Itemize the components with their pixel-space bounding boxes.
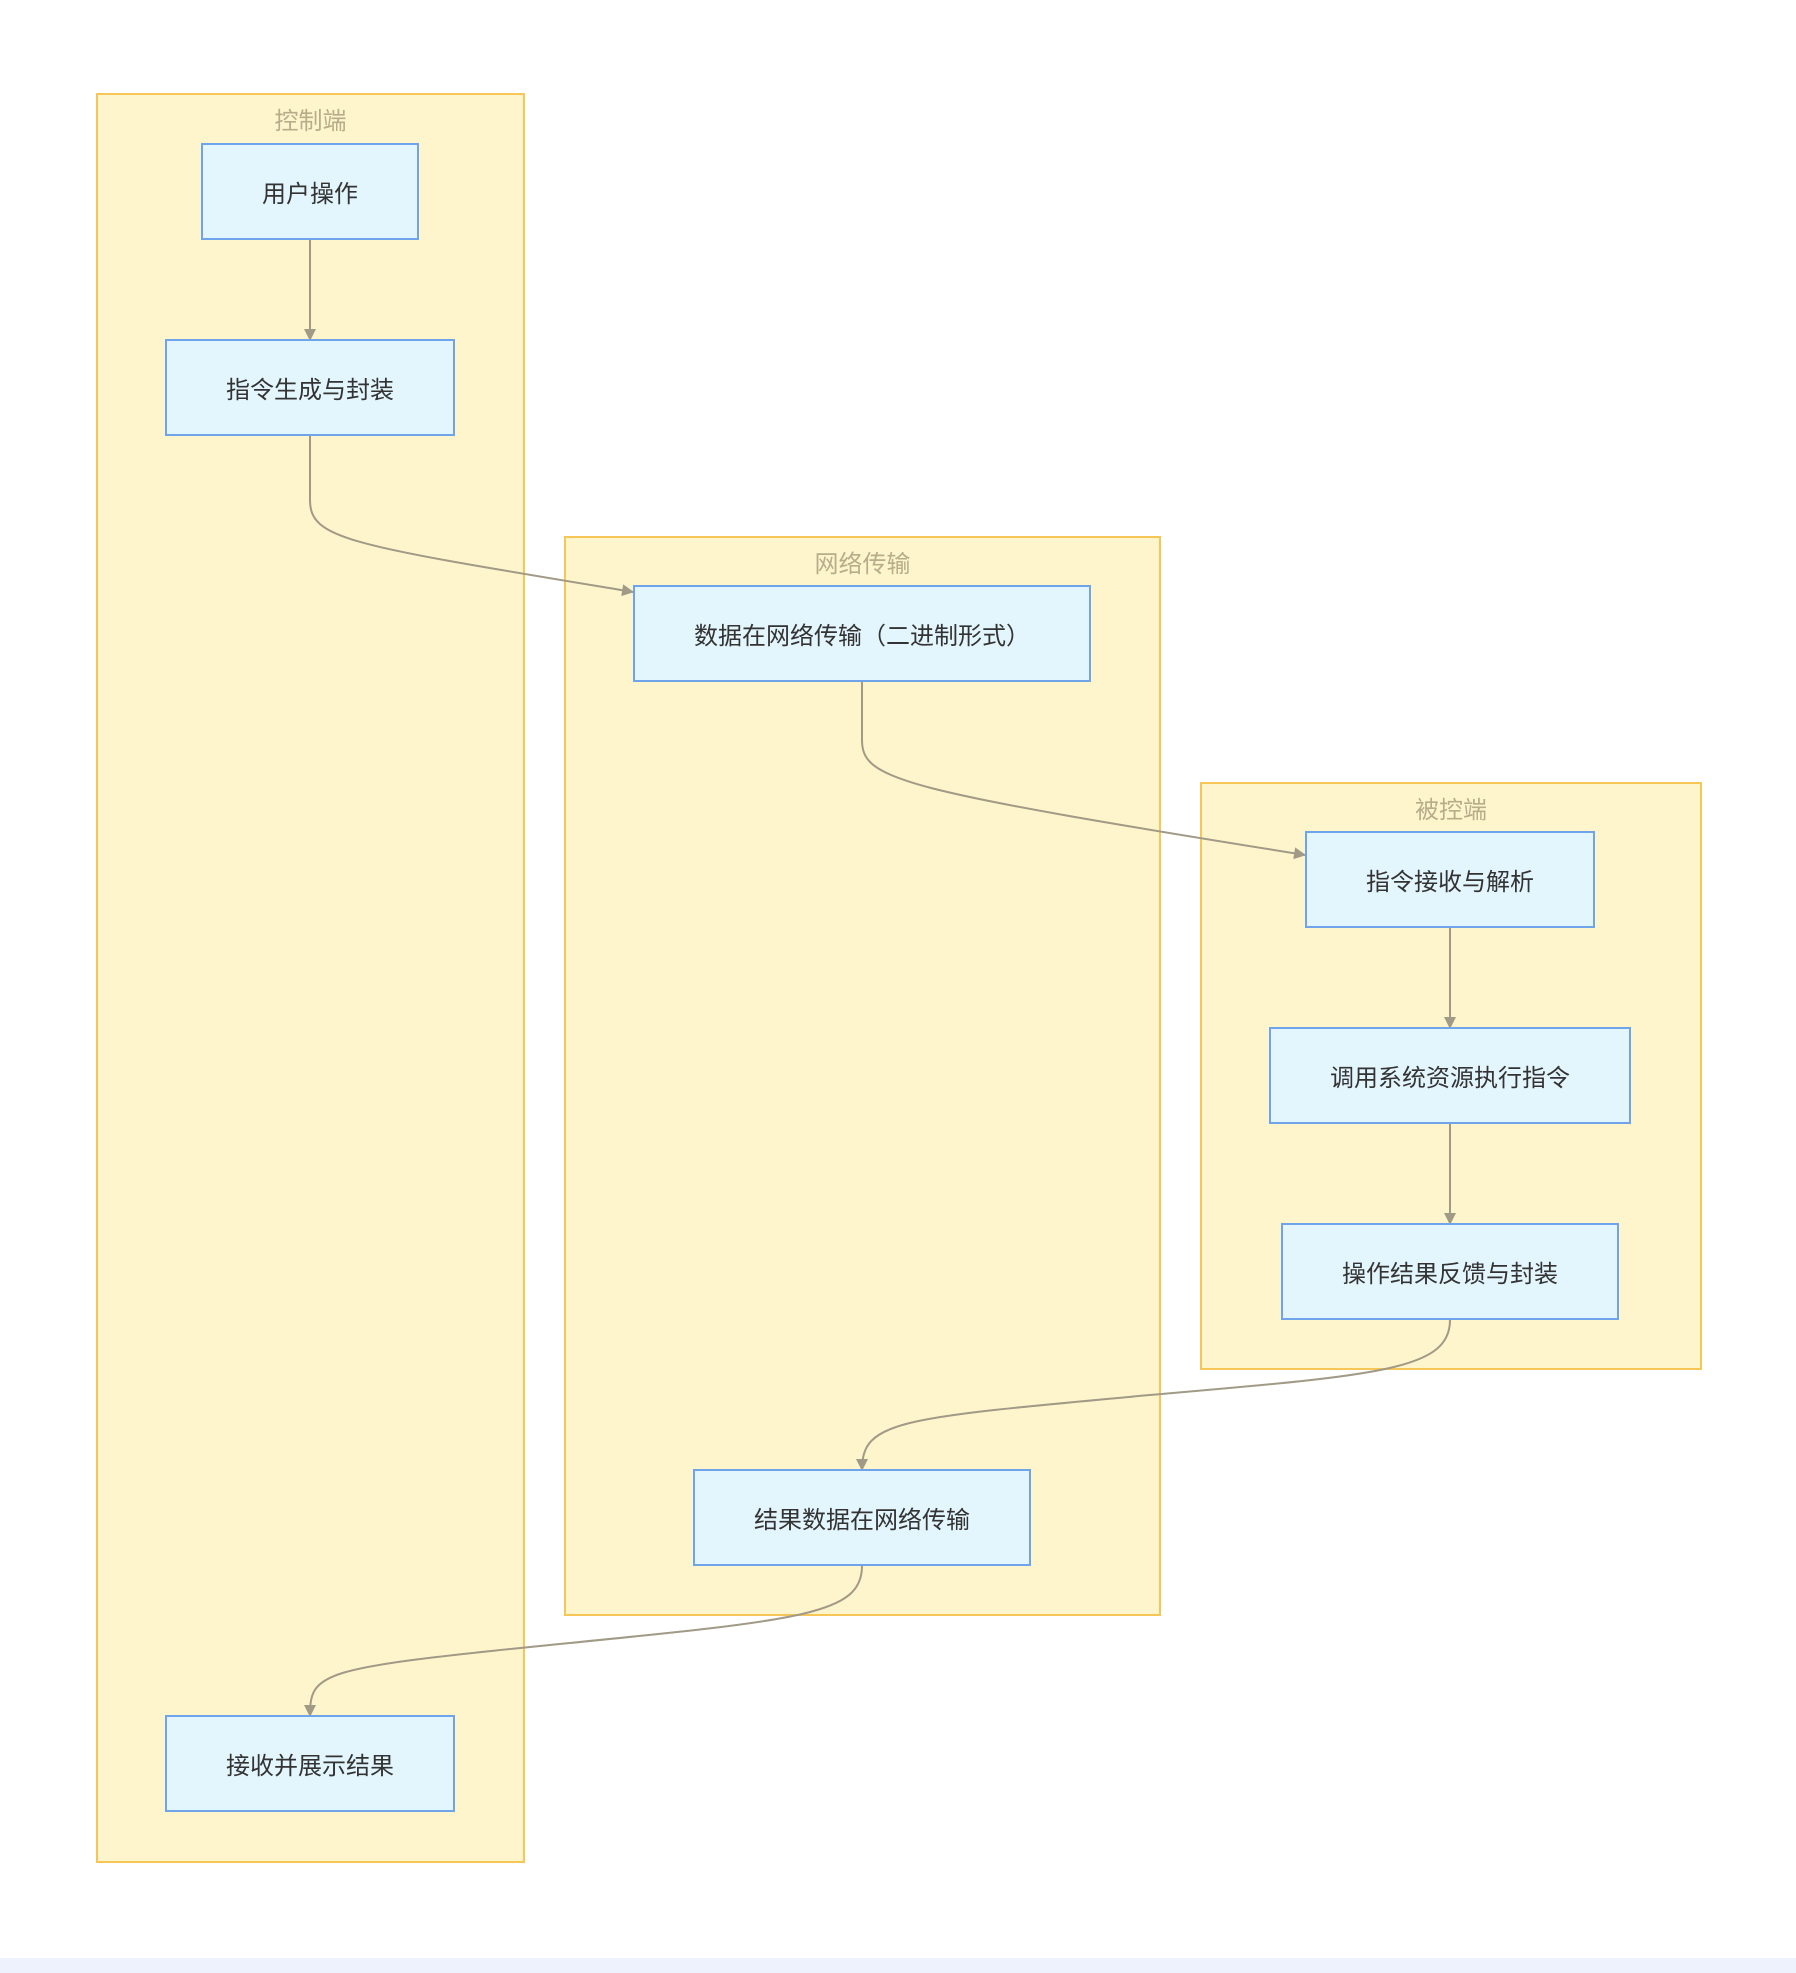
group-title-network-transfer: 网络传输 (814, 550, 911, 578)
group-title-control-side: 控制端 (274, 107, 347, 135)
node-command-generation: 指令生成与封装 (165, 339, 455, 436)
group-title-controlled-side: 被控端 (1415, 796, 1487, 824)
node-network-data-transfer: 数据在网络传输（二进制形式） (633, 585, 1091, 682)
node-user-operation: 用户操作 (201, 143, 419, 240)
bottom-band (0, 1958, 1796, 1973)
node-result-network-transfer: 结果数据在网络传输 (693, 1469, 1031, 1566)
node-execute-command: 调用系统资源执行指令 (1269, 1027, 1631, 1124)
node-receive-display-result: 接收并展示结果 (165, 1715, 455, 1812)
group-network-transfer: 网络传输 (564, 536, 1161, 1616)
node-result-feedback-pack: 操作结果反馈与封装 (1281, 1223, 1619, 1320)
node-command-receive-parse: 指令接收与解析 (1305, 831, 1595, 928)
